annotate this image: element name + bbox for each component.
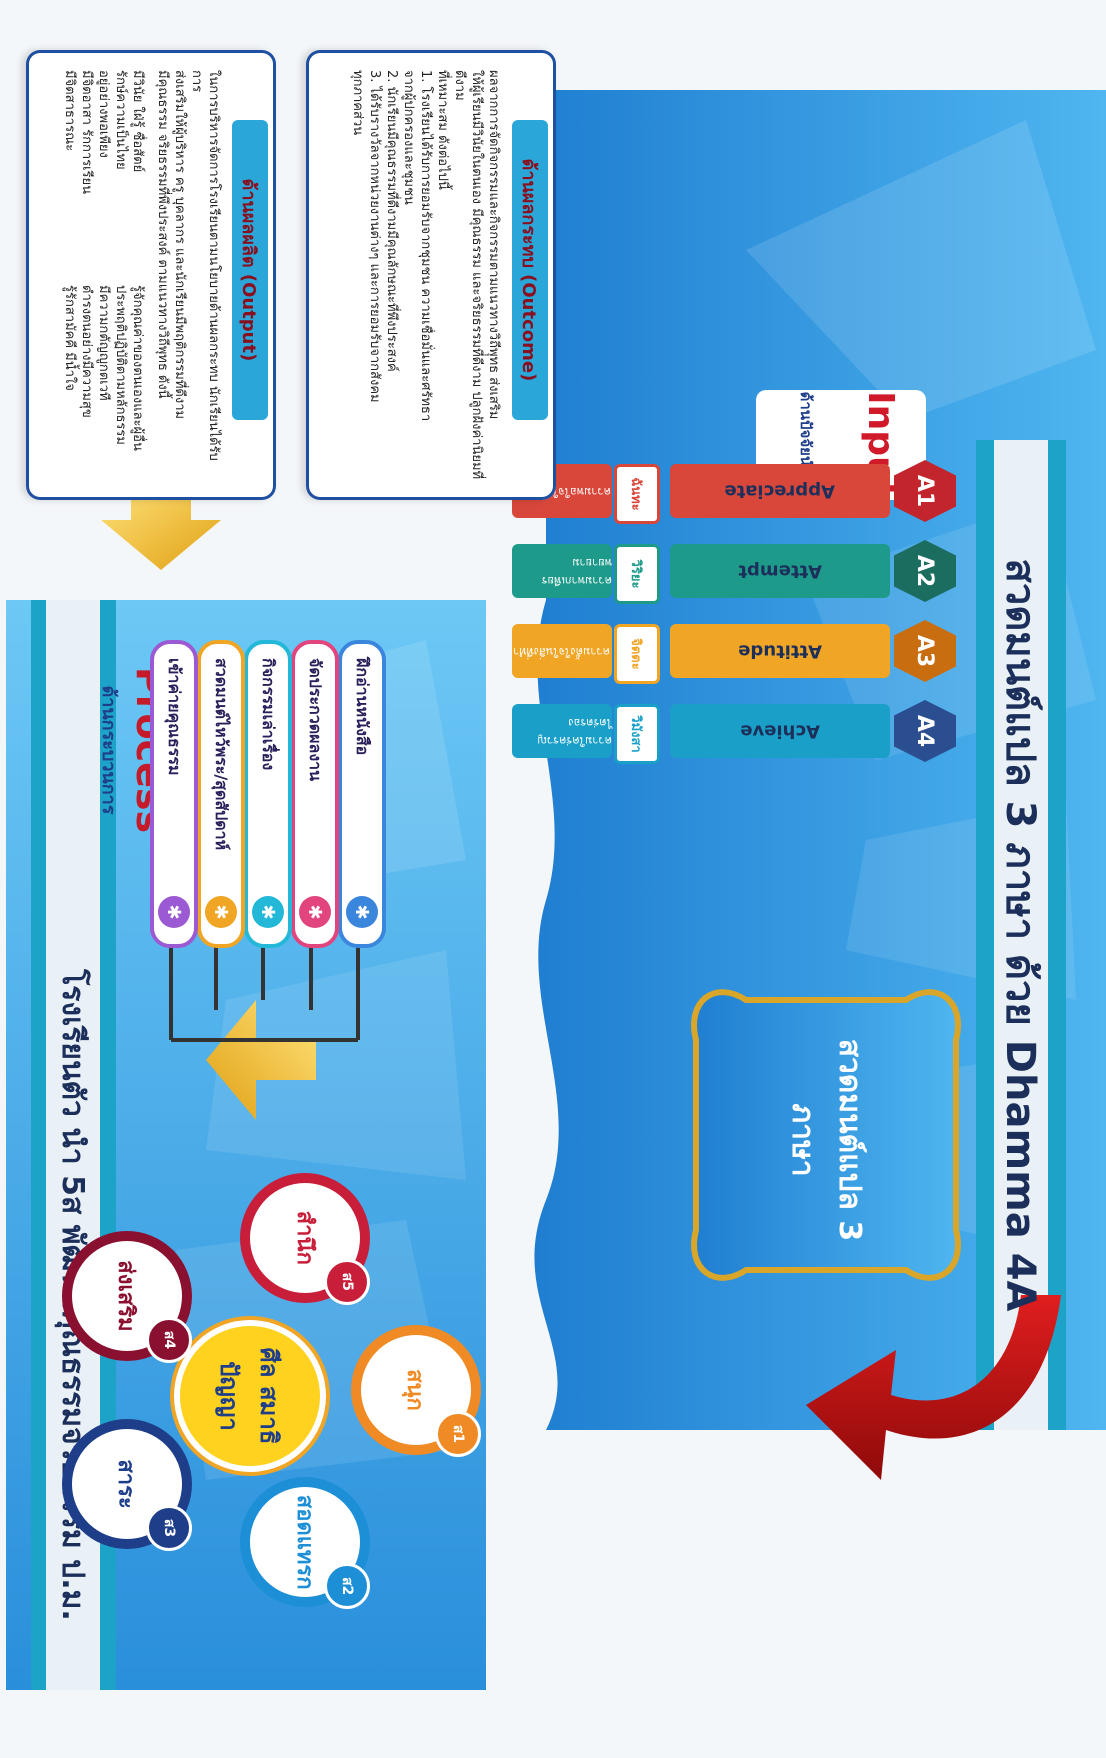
- input-item-tag: A3: [894, 620, 956, 682]
- outcome-panel: ด้านผลกระทบ (Outcome) ผลจากการจัดกิจกรรม…: [306, 50, 556, 500]
- output-list-item: ดำรงตนอย่างมีความสุข: [79, 285, 94, 418]
- output-heading: ด้านผลผลิต (Output): [232, 120, 268, 420]
- process-step-label: สวดมนต์ไหว้พระ/สุดสัปดาห์: [212, 658, 232, 851]
- wheel-item-tag: ส1: [435, 1411, 481, 1457]
- output-list-item: ประพฤติปฏิบัติตามหลักธรรม: [113, 285, 128, 445]
- wheel-item: สอดแทรกส2: [240, 1477, 371, 1610]
- output-text: ในการบริหารจัดการโรงเรียนตามนโยบายด้านผล…: [154, 70, 222, 480]
- output-line: ส่งเสริมให้ผู้บริหาร ครู บุคลากร และนักเ…: [172, 70, 187, 420]
- input-item-term: ฉันทะ: [614, 464, 660, 524]
- process-step-label: เข้าค่ายคุณธรรม: [165, 658, 185, 776]
- input-item-label: Attitude: [738, 640, 822, 662]
- input-item-term: วิริยะ: [614, 544, 660, 604]
- wheel-item: สำนึกส5: [240, 1172, 371, 1305]
- process-step: ฝึกอ่านหนังสือ ✱: [338, 640, 386, 948]
- wheel-item-tag: ส5: [324, 1258, 371, 1305]
- input-item-desc: ความตั้งใจในสิ่งที่ทำ: [512, 624, 612, 678]
- input-item: A4 Achieve วิมังสาความใคร่ครวญไตร่ตรอง: [506, 700, 956, 764]
- step-bullet-icon: ✱: [205, 896, 237, 928]
- input-item: A3 Attitude จิตตะความตั้งใจในสิ่งที่ทำ: [506, 620, 956, 684]
- wheel-item-tag: ส3: [145, 1505, 192, 1552]
- process-step: กิจกรรมเล่าเรื่อง ✱: [244, 640, 292, 948]
- outcome-line: ทุกภาคส่วน: [350, 70, 365, 136]
- input-item-bar: Appreciate: [670, 464, 890, 518]
- input-item-label: Attempt: [738, 560, 822, 582]
- step-bullet-icon: ✱: [158, 896, 190, 928]
- output-list-item: รู้จักคุณค่าของตนเองและผู้อื่น: [130, 285, 145, 451]
- process-step-label: กิจกรรมเล่าเรื่อง: [259, 658, 279, 771]
- input-item-label: Achieve: [740, 720, 820, 742]
- wheel-item: สนุกส1: [351, 1325, 481, 1457]
- red-arrow: [806, 1295, 1061, 1480]
- input-item-bar: Achieve: [670, 704, 890, 758]
- output-list-item: อยู่อย่างพอเพียง: [96, 70, 111, 158]
- outcome-line: จากผู้ปกครองและชุมชน: [401, 70, 416, 205]
- outcome-line: ผลจากการจัดกิจกรรมและกิจกรรมตามแนวทางวิถ…: [486, 70, 501, 420]
- arrow-to-steps: [206, 1000, 316, 1120]
- wheel-item: สาระส3: [61, 1419, 192, 1552]
- input-item: A2 Attempt วิริยะความพากเพียรพยายาม: [506, 540, 956, 604]
- outcome-line: 1. โรงเรียนได้รับการยอมรับจากชุมชน ความเ…: [418, 70, 433, 422]
- process-step: จัดประกวดผลงาน ✱: [291, 640, 339, 948]
- arrow-to-output: [101, 490, 221, 570]
- wheel-center-line1: ศีล สมาธิ: [255, 1347, 284, 1445]
- outcome-line: ที่เหมาะสม ดังต่อไปนี้: [435, 70, 450, 190]
- input-region: [534, 90, 1106, 1430]
- input-item-tag: A2: [894, 540, 956, 602]
- badge-frame: [691, 989, 961, 1281]
- outcome-line: ให้ผู้เรียนมีวินัยในตนเอง มีคุณธรรม และจ…: [452, 70, 484, 480]
- output-line: ในการบริหารจัดการโรงเรียนตามนโยบายด้านผล…: [189, 70, 221, 461]
- input-item-label: Appreciate: [724, 480, 836, 502]
- wheel-item: ส่งเสริมส4: [61, 1230, 192, 1363]
- input-item-term: วิมังสา: [614, 704, 660, 764]
- output-col-2: รู้จักคุณค่าของตนเองและผู้อื่นประพฤติปฏิ…: [36, 285, 146, 480]
- process-step-label: ฝึกอ่านหนังสือ: [353, 658, 373, 756]
- output-list-item: รู้รักสามัคคี มีน้ำใจ: [62, 285, 77, 391]
- input-item-desc: ความพากเพียรพยายาม: [512, 544, 612, 598]
- output-columns: มีวินัย ใฝ่รู้ ซื่อสัตย์รักษ์ความเป็นไทย…: [36, 70, 146, 480]
- input-item-tag: A4: [894, 700, 956, 762]
- input-item-desc: ความใคร่ครวญไตร่ตรอง: [512, 704, 612, 758]
- wheel-center: ศีล สมาธิ ปัญญา: [174, 1320, 326, 1472]
- input-item-tag: A1: [894, 460, 956, 522]
- wheel-item-tag: ส4: [145, 1316, 192, 1363]
- process-step: เข้าค่ายคุณธรรม ✱: [150, 640, 198, 948]
- outcome-line: 2. นักเรียนมีคุณธรรมที่ดีงามมีคุณลักษณะท…: [384, 70, 399, 372]
- step-bullet-icon: ✱: [346, 896, 378, 928]
- output-list-item: มีจิตสาธารณะ: [62, 70, 77, 152]
- process-step: สวดมนต์ไหว้พระ/สุดสัปดาห์ ✱: [197, 640, 245, 948]
- input-item-term: จิตตะ: [614, 624, 660, 684]
- output-col-1: มีวินัย ใฝ่รู้ ซื่อสัตย์รักษ์ความเป็นไทย…: [36, 70, 146, 265]
- outcome-line: 3. ได้รับรางวัลจากหน่วยงานต่างๆ และการยอ…: [367, 70, 382, 403]
- badge-label: สวดมนต์แปล 3 ภาษา: [785, 1038, 867, 1242]
- step-bullet-icon: ✱: [299, 896, 331, 928]
- step-bullet-icon: ✱: [252, 896, 284, 928]
- output-list-item: รักษ์ความเป็นไทย: [113, 70, 128, 170]
- output-list-item: มีจิตอาสา รักการเรียน: [79, 70, 94, 195]
- output-line: มีคุณธรรม จริยธรรมที่พึงประสงค์ ตามแนวทา…: [155, 70, 170, 399]
- output-panel: ด้านผลผลิต (Output) ในการบริหารจัดการโรง…: [26, 50, 276, 500]
- output-list-item: มีวินัย ใฝ่รู้ ซื่อสัตย์: [130, 70, 145, 173]
- input-banner: สวดมนต์แปล 3 ภาษา ด้วย Dhamma 4A: [997, 558, 1043, 1312]
- input-item-bar: Attitude: [670, 624, 890, 678]
- input-item-bar: Attempt: [670, 544, 890, 598]
- process-subheading: ด้านกระบวนการ: [98, 685, 120, 815]
- outcome-heading: ด้านผลกระทบ (Outcome): [512, 120, 548, 420]
- wheel-center-line2: ปัญญา: [215, 1361, 244, 1431]
- process-step-label: จัดประกวดผลงาน: [306, 658, 326, 782]
- output-list-item: มีความกตัญญูกตเวที: [96, 285, 111, 401]
- outcome-text: ผลจากการจัดกิจกรรมและกิจกรรมตามแนวทางวิถ…: [349, 70, 502, 480]
